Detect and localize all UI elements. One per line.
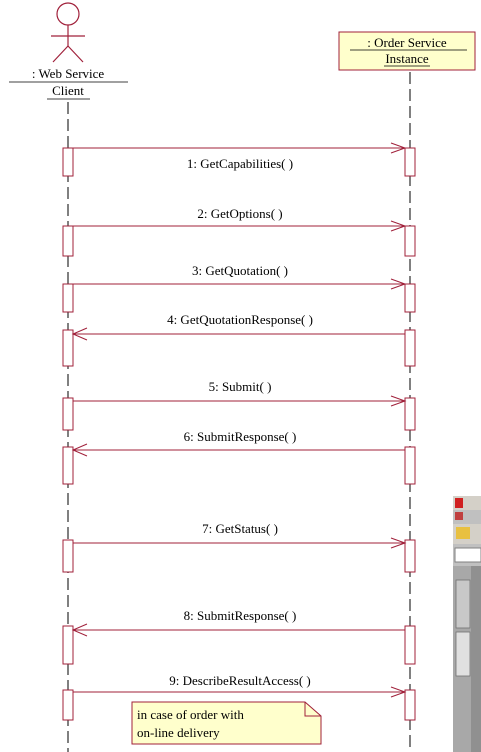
client-activation-bar	[62, 625, 74, 665]
tab-pages[interactable]	[455, 631, 471, 677]
arrowhead-right-icon	[390, 537, 407, 549]
message-label: 3: GetQuotation( )	[192, 263, 288, 278]
actor-icon	[51, 2, 85, 63]
message-label: 6: SubmitResponse( )	[184, 429, 297, 444]
tab-bookmarks[interactable]	[455, 579, 471, 629]
message-label: 8: SubmitResponse( )	[184, 608, 297, 623]
server-activation-bar	[404, 225, 416, 257]
client-activation-bar	[62, 225, 74, 257]
arrowhead-left-icon	[71, 327, 88, 341]
server-activation-bar	[404, 397, 416, 431]
arrowhead-right-icon	[390, 686, 407, 698]
message-label: 9: DescribeResultAccess( )	[169, 673, 311, 688]
message-label: 2: GetOptions( )	[197, 206, 282, 221]
arrowhead-right-icon	[390, 395, 407, 407]
message-label: 4: GetQuotationResponse( )	[167, 312, 313, 327]
arrowhead-left-icon	[71, 443, 88, 457]
client-name-line2: Client	[52, 83, 84, 98]
arrowhead-right-icon	[390, 142, 407, 154]
server-activation-bar	[404, 539, 416, 573]
client-activation-bar	[62, 689, 74, 721]
server-name-line2: Instance	[385, 51, 429, 66]
client-activation-bar	[62, 446, 74, 485]
client-activation-bar	[62, 539, 74, 573]
server-activation-bar	[404, 446, 416, 485]
server-activation-bar	[404, 329, 416, 367]
client-activation-bar	[62, 283, 74, 313]
client-activation-bar	[62, 147, 74, 177]
app-logo-icon	[455, 498, 463, 508]
small-app-icon	[455, 512, 463, 520]
note-box: in case of order with on-line delivery	[131, 701, 322, 745]
message-label: 5: Submit( )	[209, 379, 272, 394]
server-activation-bar	[404, 147, 416, 177]
arrowhead-right-icon	[390, 220, 407, 232]
search-field[interactable]	[454, 547, 481, 563]
server-activation-bar	[404, 625, 416, 665]
arrowhead-right-icon	[390, 278, 407, 290]
server-activation-bar	[404, 689, 416, 721]
note-line2: on-line delivery	[137, 725, 220, 740]
client-activation-bar	[62, 329, 74, 367]
embedded-app-window	[453, 496, 481, 752]
client-activation-bar	[62, 397, 74, 431]
message-label: 7: GetStatus( )	[202, 521, 278, 536]
messages-group: 1: GetCapabilities( ) 2: GetOptions( ) 3: …	[62, 142, 416, 721]
server-object-box	[338, 31, 476, 71]
note-line1: in case of order with	[137, 707, 244, 722]
arrowhead-left-icon	[71, 623, 88, 637]
client-name-line1: : Web Service	[32, 66, 105, 81]
message-label: 1: GetCapabilities( )	[187, 156, 293, 171]
server-activation-bar	[404, 283, 416, 313]
server-name-line1: : Order Service	[367, 35, 447, 50]
folder-icon[interactable]	[456, 527, 470, 539]
